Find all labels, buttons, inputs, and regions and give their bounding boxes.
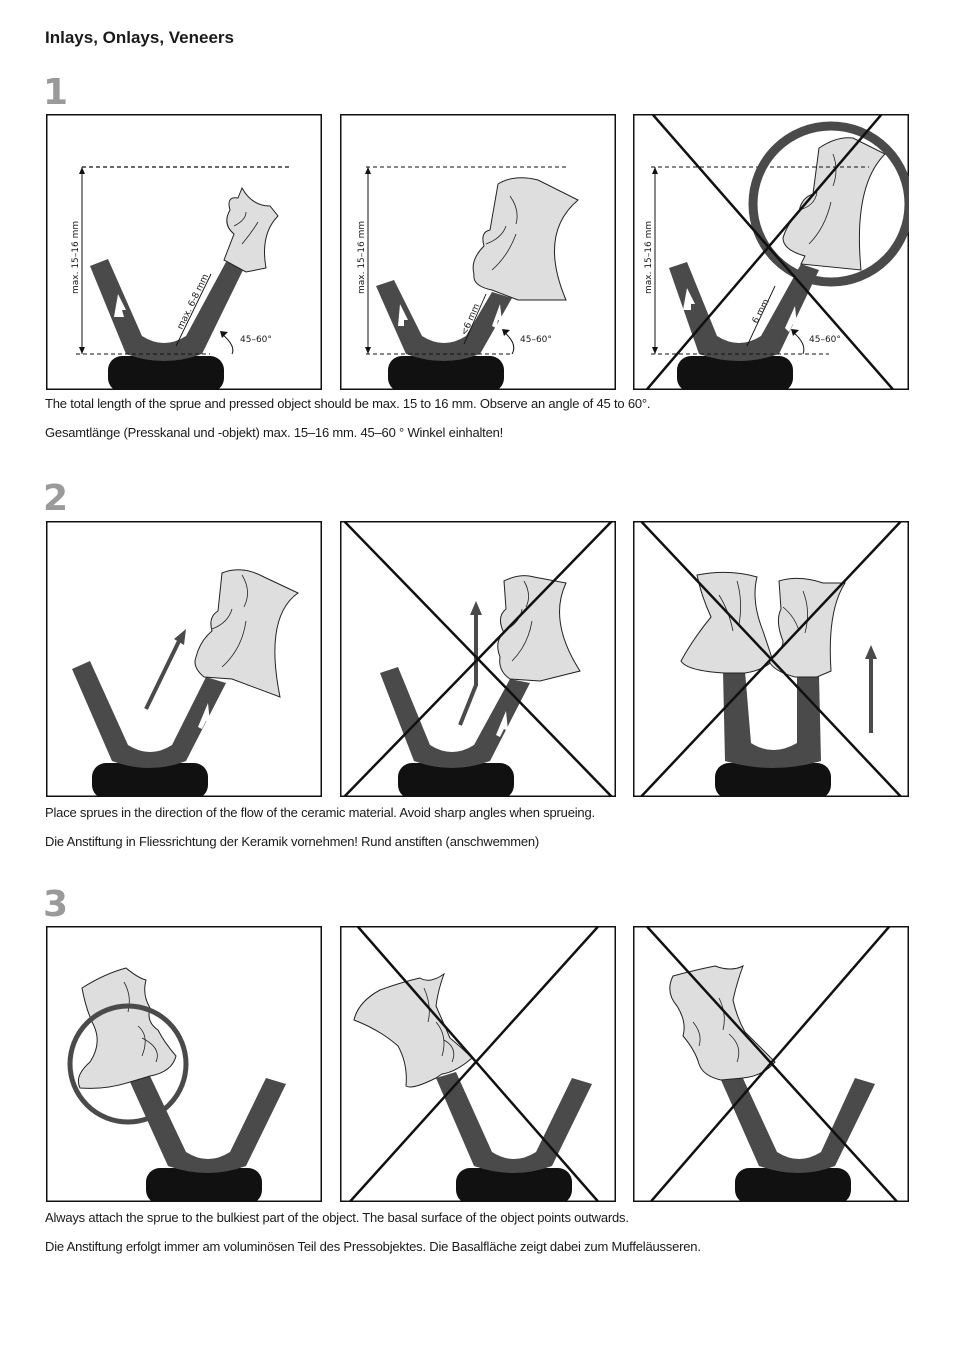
figure-3b-incorrect <box>340 926 616 1202</box>
height-label: max. 15–16 mm <box>644 221 654 294</box>
height-label: max. 15–16 mm <box>357 221 367 294</box>
section-number-3: 3 <box>43 884 69 925</box>
figure-1c-incorrect: max. 15–16 mm 6 mm 45–60° <box>633 114 909 390</box>
caption-en-2: Place sprues in the direction of the flo… <box>45 805 595 820</box>
caption-de-1: Gesamtlänge (Presskanal und -objekt) max… <box>45 425 504 440</box>
height-label: max. 15–16 mm <box>71 221 81 294</box>
figure-2a <box>46 521 322 797</box>
figure-3c-incorrect <box>633 926 909 1202</box>
angle-label: 45–60° <box>520 335 552 345</box>
section-number-1: 1 <box>43 72 69 113</box>
figure-2b-incorrect <box>340 521 616 797</box>
figure-1a: max. 15–16 mm max. 6-8 mm 45–60° <box>46 114 322 390</box>
angle-label: 45–60° <box>809 335 841 345</box>
caption-en-3: Always attach the sprue to the bulkiest … <box>45 1210 629 1225</box>
figure-3a <box>46 926 322 1202</box>
page-title: Inlays, Onlays, Veneers <box>45 28 235 47</box>
figure-1b: max. 15–16 mm <6 mm 45–60° <box>340 114 616 390</box>
section-number-2: 2 <box>43 478 69 519</box>
figure-2c-incorrect <box>633 521 909 797</box>
caption-de-3: Die Anstiftung erfolgt immer am voluminö… <box>45 1239 701 1254</box>
caption-de-2: Die Anstiftung in Fliessrichtung der Ker… <box>45 834 540 849</box>
caption-en-1: The total length of the sprue and presse… <box>45 396 651 411</box>
angle-label: 45–60° <box>240 335 272 345</box>
